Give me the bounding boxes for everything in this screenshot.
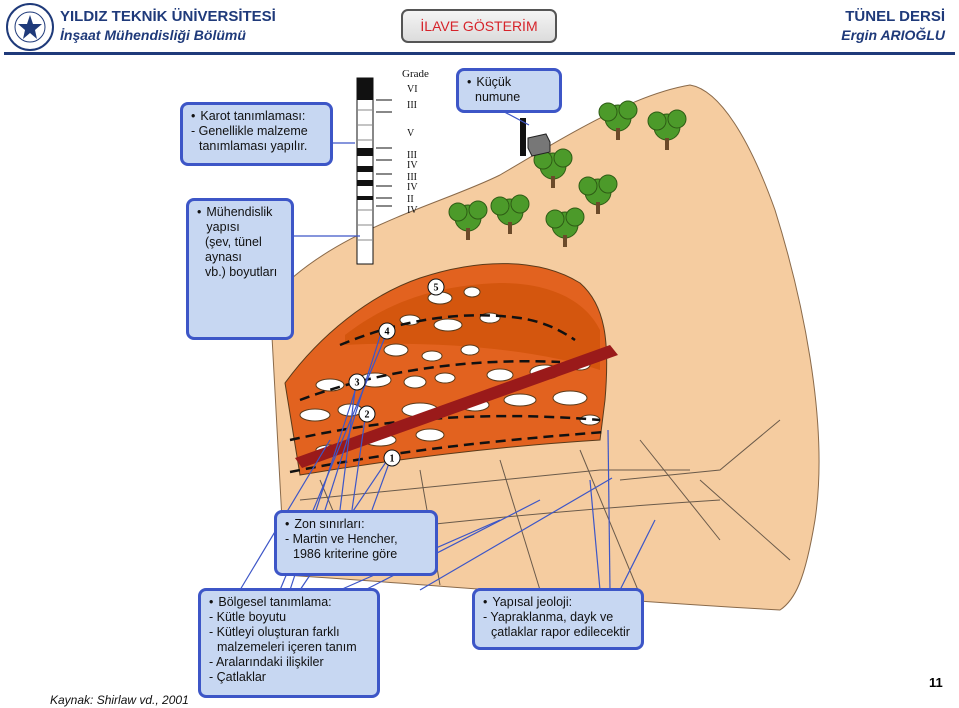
zone-marker-label: 3	[355, 378, 360, 389]
grade-label: III	[407, 100, 417, 111]
dyke	[295, 345, 618, 468]
zone-marker-label: 1	[390, 454, 395, 465]
grade-label: VI	[407, 84, 418, 95]
grade-label: II	[407, 194, 414, 205]
department-name: İnşaat Mühendisliği Bölümü	[60, 27, 246, 43]
grade-label: IV	[407, 205, 418, 216]
grade-label: V	[407, 128, 415, 139]
small-sample-block	[527, 133, 551, 157]
zon-box: Zon sınırları: - Martin ve Hencher, 1986…	[274, 510, 438, 576]
grade-label: III	[407, 172, 417, 183]
bolgesel-line-4: - Aralarındaki ilişkiler	[209, 655, 324, 669]
small-sample-handle	[520, 118, 526, 156]
university-logo	[6, 3, 54, 51]
show-more-button[interactable]: İLAVE GÖSTERİM	[401, 9, 557, 43]
kucuk-line-2: numune	[475, 90, 521, 104]
course-title: TÜNEL DERSİ	[845, 8, 945, 25]
zone-marker-label: 5	[434, 283, 439, 294]
bolgesel-line-1: - Kütle boyutu	[209, 610, 287, 624]
zone-marker	[378, 322, 396, 340]
zon-line-1: - Martin ve Hencher,	[285, 532, 398, 546]
yapisal-line-2: çatlaklar rapor edilecektir	[491, 625, 630, 639]
yapisal-line-1: - Yapraklanma, dayk ve	[483, 610, 614, 624]
author-name: Ergin ARIOĞLU	[841, 27, 945, 43]
karot-line-2: tanımlaması yapılır.	[199, 139, 308, 153]
bolgesel-box: Bölgesel tanımlama: - Kütle boyutu - Küt…	[198, 588, 380, 698]
bolgesel-line-2: - Kütleyi oluşturan farklı	[209, 625, 340, 639]
karot-line-1: - Genellikle malzeme	[191, 124, 308, 138]
yapisal-title: Yapısal jeoloji:	[483, 595, 633, 610]
muhendislik-line-1: Mühendislik yapısı	[197, 205, 283, 235]
muhendislik-box: Mühendislik yapısı (şev, tünel aynası vb…	[186, 198, 294, 340]
zone-marker-label: 4	[385, 327, 390, 338]
zone-marker	[383, 449, 401, 467]
kucuk-line-1: Küçük	[467, 75, 551, 90]
grade-label: IV	[407, 160, 418, 171]
bolgesel-line-3: malzemeleri içeren tanım	[217, 640, 357, 654]
zone-marker	[348, 373, 366, 391]
zone-marker	[358, 405, 376, 423]
grade-label: III	[407, 150, 417, 161]
bolgesel-title: Bölgesel tanımlama:	[209, 595, 369, 610]
zon-title: Zon sınırları:	[285, 517, 427, 532]
kucuk-numune-box: Küçük numune	[456, 68, 562, 113]
core-log-title: Grade	[402, 68, 429, 80]
muhendislik-line-3: vb.) boyutları	[205, 265, 278, 279]
muhendislik-line-2: (şev, tünel aynası	[205, 235, 262, 264]
zone-marker	[427, 278, 445, 296]
grade-label: IV	[407, 182, 418, 193]
zone-marker-label: 2	[365, 410, 370, 421]
bolgesel-line-5: - Çatlaklar	[209, 670, 266, 684]
page-number: 11	[929, 675, 943, 690]
trees	[448, 100, 687, 239]
zon-line-2: 1986 kriterine göre	[293, 547, 398, 561]
karot-box: Karot tanımlaması: - Genellikle malzeme …	[180, 102, 333, 166]
karot-title: Karot tanımlaması:	[191, 109, 322, 124]
source-citation: Kaynak: Shirlaw vd., 2001	[50, 693, 189, 707]
header-divider	[4, 52, 955, 55]
yapisal-box: Yapısal jeoloji: - Yapraklanma, dayk ve …	[472, 588, 644, 650]
university-name: YILDIZ TEKNİK ÜNİVERSİTESİ	[60, 8, 276, 25]
